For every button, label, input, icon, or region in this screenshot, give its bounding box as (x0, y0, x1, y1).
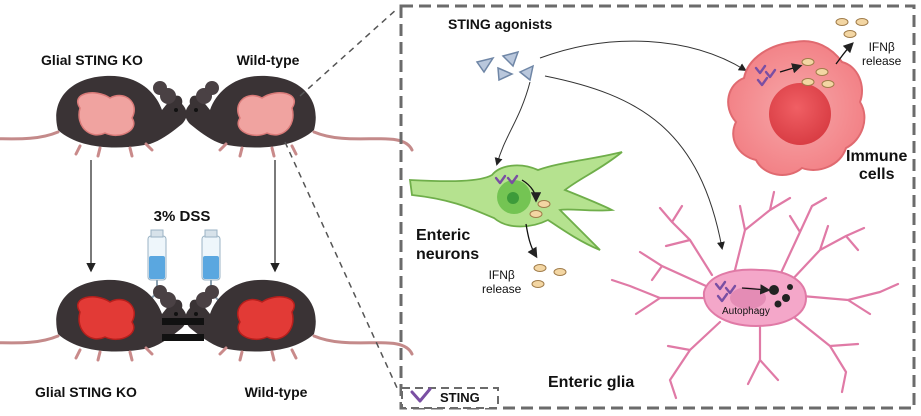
label-wt-top: Wild-type (236, 52, 300, 68)
ifnb-vesicles-immune-icon (801, 18, 869, 88)
label-dss: 3% DSS (153, 208, 211, 225)
label-immune-cells: Immune cells (846, 148, 908, 183)
enteric-glia-processes (610, 190, 900, 400)
colon-healthy-wt-icon (237, 92, 295, 137)
label-immune-release: IFNβ release (862, 40, 902, 68)
label-sting-agonists: STING agonists (448, 16, 553, 32)
sting-neuron-icon (494, 174, 519, 185)
legend-sting-label: STING (440, 390, 480, 405)
label-enteric-glia: Enteric glia (548, 374, 635, 391)
zoom-panel-border (399, 4, 916, 410)
immune-cell-icon (727, 40, 866, 176)
colon-inflamed-ko-icon (77, 296, 135, 341)
autophagosome-icon (769, 284, 793, 308)
sting-agonists-icon (475, 50, 535, 82)
mouse-wt-bottom-icon (183, 278, 414, 362)
neuron-release-arrow (525, 223, 538, 259)
glia-autophagy-arrow (741, 284, 771, 295)
zoom-line-bottom (284, 141, 399, 391)
zoom-line-top (299, 7, 399, 97)
arrow-to-glia (544, 75, 725, 250)
label-enteric-neurons: Enteric neurons (416, 227, 480, 263)
label-ko-bottom: Glial STING KO (35, 384, 137, 400)
neuron-internal-arrow (521, 179, 542, 203)
sting-glia-icon (714, 280, 737, 303)
mouse-wt-top-icon (183, 74, 414, 158)
enteric-glia-icon (702, 268, 808, 328)
equals-sign-top (162, 318, 204, 325)
label-neuron-release: IFNβ release (482, 268, 522, 296)
dss-bottle-left-icon (147, 229, 167, 301)
colon-inflamed-wt-icon (237, 296, 295, 341)
immune-release-arrow (835, 42, 854, 65)
sting-immune-icon (754, 64, 777, 87)
label-ko-top: Glial STING KO (41, 52, 143, 68)
colon-healthy-ko-icon (77, 92, 135, 137)
arrow-to-immune (539, 40, 747, 72)
ifnb-vesicles-neuron-icon (529, 200, 567, 288)
enteric-neuron-icon (408, 151, 623, 251)
immune-internal-arrow (779, 63, 803, 74)
equals-sign-bottom (162, 334, 204, 341)
sting-legend-icon (410, 387, 432, 403)
label-autophagy: Autophagy (722, 306, 770, 317)
label-wt-bottom: Wild-type (244, 384, 308, 400)
arrow-to-neuron (494, 81, 531, 166)
